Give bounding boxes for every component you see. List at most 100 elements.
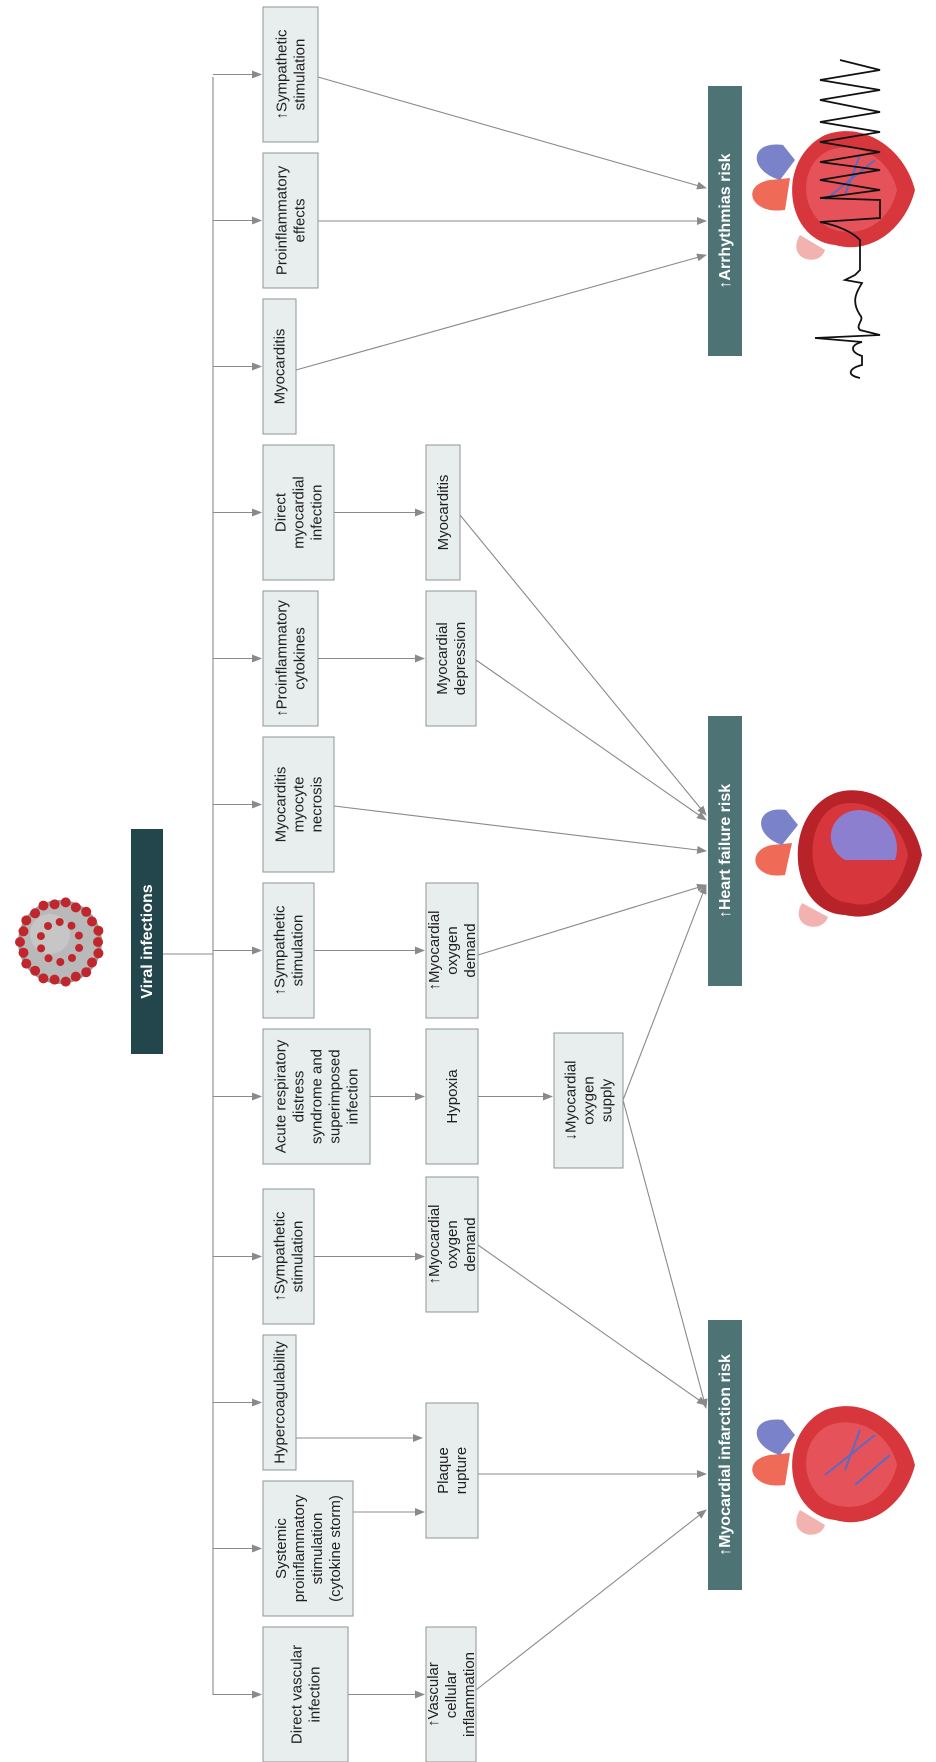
intermediate-label-line: rupture [453,1447,470,1495]
virus-spike [67,921,76,930]
mechanism-label: Myocarditis [272,329,289,405]
mechanism-box [262,736,335,873]
virus-spike [56,958,65,966]
mechanism-label-line: effects [292,199,309,243]
virus-spike [93,937,103,947]
connector-lines [163,70,708,1699]
virus-spike [75,943,84,952]
virus-spike [15,937,25,947]
intermediate-box [425,1626,477,1762]
mechanism-label-line: Systemic [273,1518,290,1579]
virus-spike [21,958,32,969]
virus-spike [49,974,60,985]
mechanism-label-line: infection [345,1069,362,1125]
mechanism-label-line: distress [291,1071,308,1123]
intermediate-label-line: oxygen [444,1220,461,1268]
virus-spike [93,948,104,959]
outcome-label: ↑Arrhythmias risk [717,153,734,288]
mechanism-label-line: Proinflammatory [274,165,291,275]
intermediate-label-line: ↓Myocardial [563,1060,580,1140]
mechanism-label-line: cytokines [292,627,309,690]
intermediate-box [553,1032,624,1169]
virus-spike [55,918,64,926]
mechanism-label-line: Myocarditis [273,767,290,843]
connector-line [317,76,707,190]
virus-spike [87,916,97,927]
mechanism-label-line: myocardial [291,476,308,549]
connector-line [475,659,707,821]
mechanism-label-line: ↑Sympathetic [272,1211,289,1302]
mechanism-label-line: Acute respiratory [273,1039,290,1153]
mechanism-label: Myocarditismyocytenecrosis [273,767,326,843]
outcome-box [708,86,742,356]
intermediate-label-line: inflammation [461,1652,478,1737]
intermediate-label-line: ↑Myocardial [426,910,443,990]
mechanism-label-line: stimulation [309,1513,326,1585]
connector-line [477,883,707,956]
mechanism-label: Hypercoagulability [272,1341,289,1464]
mechanism-label-line: ↑Sympathetic [274,29,291,120]
heart-arrhythmia-icon [752,131,915,260]
virus-spike [60,897,71,908]
intermediate-label-line: Myocarditis [435,475,452,551]
intermediate-label: ↓Myocardialoxygensupply [563,1060,616,1140]
mechanism-label: Proinflammatoryeffects [274,165,309,275]
intermediate-label-line: Myocardial [434,622,451,695]
intermediate-box [425,590,477,727]
virus-spike [74,931,83,940]
mechanism-label-line: necrosis [309,777,326,833]
outcome-box [708,1320,742,1590]
mechanism-box [262,1028,371,1165]
intermediate-label: Myocardialdepression [434,622,469,695]
mechanism-label-line: infection [309,485,326,541]
intermediate-label-line: demand [462,923,479,977]
intermediate-box [425,444,461,581]
mechanism-box [262,882,315,1019]
intermediate-label-line: depression [452,622,469,695]
mechanism-box [262,444,335,581]
intermediate-label-line: supply [599,1078,616,1122]
virus-spike [49,899,60,910]
mechanism-label: Direct vascularinfection [289,1645,324,1744]
mechanism-label-line: Direct [273,492,290,532]
mechanism-label-line: stimulation [292,39,309,111]
intermediate-label-line: demand [462,1217,479,1271]
intermediate-label: ↑Vascularcellularinflammation [425,1652,478,1737]
connector-line [333,805,707,854]
virus-spike [30,965,41,976]
intermediate-box [425,1402,479,1539]
root-label-line: Viral infections [139,884,156,999]
virus-spike [70,971,81,982]
mechanism-label: ↑Sympatheticstimulation [272,1211,307,1302]
virus-spike [44,922,52,930]
connector-line [622,1099,708,1409]
virus-spike [81,967,92,978]
intermediate-label-line: cellular [443,1671,460,1719]
mechanism-box [262,1188,315,1325]
virus-spike [30,908,41,919]
virus-spike [38,900,49,911]
intermediate-label-line: Hypoxia [444,1069,461,1124]
mechanism-label: ↑Sympatheticstimulation [272,905,307,996]
mechanism-label: Acute respiratorydistresssyndrome andsup… [273,1039,362,1153]
connector-line [459,514,707,816]
root-box [131,829,163,1054]
virus-spike [87,957,97,968]
heart-failure-icon [755,790,922,927]
mechanism-label-line: Myocarditis [272,329,289,405]
intermediate-box [425,882,479,1019]
virus-spike [68,954,76,962]
outcome-label-line: ↑Heart failure risk [717,784,734,918]
mechanism-label-line: stimulation [290,1221,307,1293]
virus-spike [44,954,53,963]
mechanism-label-line: ↑Sympathetic [272,905,289,996]
virus-spike [18,947,29,958]
mechanism-label-line: myocyte [291,777,308,833]
intermediate-label-line: Plaque [435,1447,452,1494]
virus-spike [70,902,81,913]
mechanism-box [262,6,319,143]
intermediate-label: Myocarditis [435,475,452,551]
mechanism-label: Systemicproinflammatorystimulation(cytok… [273,1494,344,1602]
